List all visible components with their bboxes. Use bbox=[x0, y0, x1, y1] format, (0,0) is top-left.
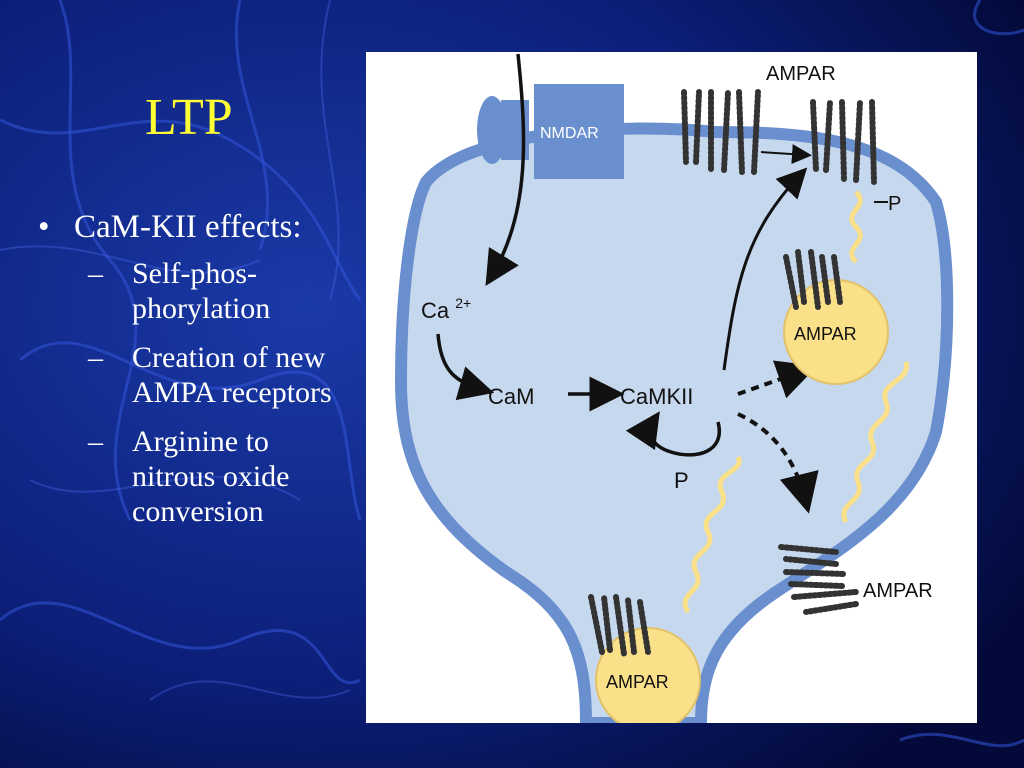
camkii-to-vesicle-arrow bbox=[737, 360, 818, 399]
nmdar-box bbox=[534, 84, 624, 179]
ampar-receptor-membrane-1 bbox=[681, 89, 761, 175]
trafficking-path bbox=[841, 361, 909, 524]
calcium-charge: 2+ bbox=[455, 295, 471, 311]
self-phosphorylation-arrow bbox=[625, 411, 722, 457]
dash-marker: – bbox=[88, 425, 103, 458]
self-phosphorylation-label: P bbox=[674, 468, 689, 493]
nmdar-channel-cap bbox=[477, 96, 507, 164]
subbullet-item: – Arginine to nitrous oxide conversion bbox=[38, 424, 358, 529]
nmdar-label: NMDAR bbox=[540, 125, 599, 142]
dash-marker: – bbox=[88, 341, 103, 374]
subbullet-text: Arginine to nitrous oxide conversion bbox=[132, 425, 290, 528]
bullet-list: • CaM-KII effects: – Self-phos-phorylati… bbox=[38, 208, 358, 543]
trafficking-path bbox=[849, 190, 863, 264]
ltp-diagram-panel: NMDAR AMPAR P Ca 2+ CaM CaMKII P bbox=[366, 52, 977, 723]
camkii-to-ampar-right-arrow bbox=[737, 412, 819, 514]
ampar-right-label: AMPAR bbox=[863, 580, 933, 602]
bullet-item: • CaM-KII effects: bbox=[38, 208, 358, 246]
dash-marker: – bbox=[88, 257, 103, 290]
subbullet-item: – Self-phos-phorylation bbox=[38, 256, 358, 326]
ampar-receptor-membrane-2 bbox=[810, 99, 877, 185]
camkii-to-ampar-arrow bbox=[722, 167, 808, 371]
slide-title: LTP bbox=[145, 89, 233, 146]
calcium-label: Ca 2+ bbox=[421, 295, 471, 323]
vesicle-ampar-receptor-lower bbox=[588, 594, 651, 657]
ampar-receptor-right bbox=[778, 544, 859, 615]
cam-label: CaM bbox=[488, 384, 534, 409]
ampar-vesicle-upper-label: AMPAR bbox=[794, 324, 857, 344]
subbullet-text: Creation of new AMPA receptors bbox=[132, 341, 332, 409]
spine-membrane bbox=[394, 122, 954, 723]
subbullet-text: Self-phos-phorylation bbox=[132, 257, 271, 325]
ampar-vesicle-lower-label: AMPAR bbox=[606, 672, 669, 692]
camkii-label: CaMKII bbox=[620, 384, 693, 409]
ampar-top-label: AMPAR bbox=[766, 63, 836, 85]
trafficking-path bbox=[682, 455, 742, 614]
ltp-diagram: NMDAR AMPAR P Ca 2+ CaM CaMKII P bbox=[394, 53, 954, 723]
bullet-text: CaM-KII effects: bbox=[74, 209, 302, 245]
calcium-symbol: Ca bbox=[421, 298, 450, 323]
bullet-dot: • bbox=[38, 209, 50, 245]
calcium-influx-arrow bbox=[485, 53, 526, 286]
ampar-insertion-arrow bbox=[760, 144, 812, 165]
vesicle-ampar-receptor-upper bbox=[783, 249, 843, 310]
ca-to-cam-arrow bbox=[436, 333, 495, 401]
subbullet-item: – Creation of new AMPA receptors bbox=[38, 340, 358, 410]
phospho-label: P bbox=[888, 193, 901, 215]
subbullet-list: – Self-phos-phorylation – Creation of ne… bbox=[38, 256, 358, 529]
